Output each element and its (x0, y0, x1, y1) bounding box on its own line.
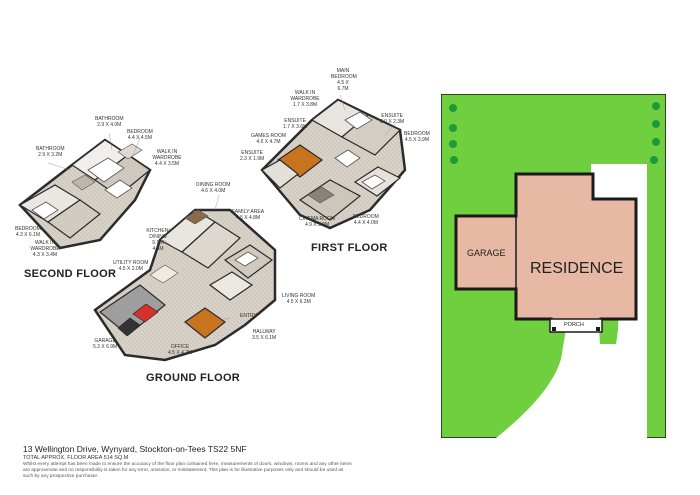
site-residence-label: RESIDENCE (530, 260, 624, 277)
disclaimer-text: Whilst every attempt has been made to en… (23, 462, 352, 479)
second-floor-title: SECOND FLOOR (24, 268, 117, 280)
floor-plan-drawings (18, 94, 407, 362)
second-floor-plan (18, 138, 152, 250)
listing-footer: 13 Wellington Drive, Wynyard, Stockton-o… (23, 444, 423, 480)
site-plan: GARAGE RESIDENCE PORCH (440, 93, 667, 439)
first-floor-plan (260, 98, 407, 230)
total-floor-area: TOTAL APPROX. FLOOR AREA 514 SQ.M (23, 455, 129, 461)
porch-post (596, 327, 600, 331)
ground-floor-title: GROUND FLOOR (146, 372, 241, 384)
site-plan-drawing (440, 93, 667, 439)
tree-icon (652, 120, 660, 128)
tree-icon (449, 124, 457, 132)
tree-icons (449, 102, 660, 164)
tree-icon (449, 140, 457, 148)
first-floor-title: FIRST FLOOR (311, 242, 388, 254)
tree-icon (450, 156, 458, 164)
tree-icon (652, 102, 660, 110)
site-porch-label: PORCH (564, 322, 584, 328)
room-label-entry: ENTRY (240, 313, 257, 319)
porch (549, 318, 603, 333)
label-leaders (47, 94, 397, 321)
porch-post (552, 327, 556, 331)
property-address: 13 Wellington Drive, Wynyard, Stockton-o… (23, 444, 247, 454)
tree-icon (449, 104, 457, 112)
site-garage-label: GARAGE (467, 248, 506, 258)
tree-icon (652, 138, 660, 146)
tree-icon (650, 156, 658, 164)
ground-floor-plan (93, 208, 277, 362)
front-path (496, 329, 616, 438)
